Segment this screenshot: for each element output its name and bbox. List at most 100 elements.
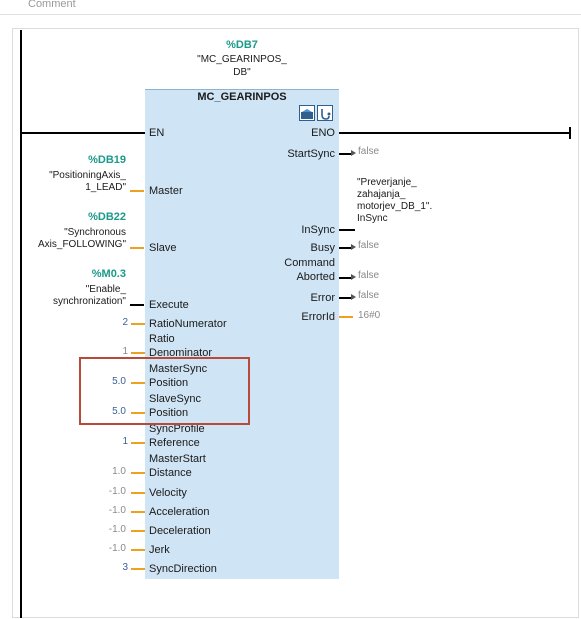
pin-sync-profile-reference-line2: Reference: [149, 437, 200, 449]
instance-db-symbol-line1: "MC_GEARINPOS_: [197, 54, 287, 65]
pin-command-aborted-line1: Command: [284, 257, 335, 269]
velocity-wire: [131, 492, 145, 494]
start-sync-arrow-icon: [351, 150, 356, 156]
pin-master-sync-position-line1: MasterSync: [149, 363, 208, 375]
slave-sym-line2: Axis_FOLLOWING": [37, 239, 126, 250]
block-title: MC_GEARINPOS: [197, 91, 287, 103]
left-power-rail: [20, 30, 22, 618]
instance-db-icon[interactable]: [299, 105, 315, 121]
ratio-numerator-wire: [131, 323, 145, 325]
busy-arrow-icon: [351, 244, 356, 250]
velocity-value[interactable]: -1.0: [108, 486, 126, 497]
jerk-value[interactable]: -1.0: [108, 543, 126, 554]
instance-db-symbol[interactable]: "MC_GEARINPOS_ DB": [185, 53, 299, 79]
slave-sym-line1: "Synchronous: [64, 227, 126, 238]
master-tag-symbol[interactable]: "PositioningAxis_ 1_LEAD": [0, 170, 126, 194]
in-sync-tag-line3: motorjev_DB_1".: [357, 201, 433, 212]
pin-slave-sync-position-line1: SlaveSync: [149, 393, 201, 405]
comment-bar[interactable]: Comment: [0, 0, 581, 15]
execute-tag-symbol[interactable]: "Enable_ synchronization": [0, 284, 126, 308]
ratio-numerator-value[interactable]: 2: [122, 317, 128, 328]
pin-error-id: ErrorId: [301, 311, 335, 323]
instance-db-address[interactable]: %DB7: [226, 39, 258, 51]
error-arrow-icon: [351, 294, 356, 300]
pin-acceleration: Acceleration: [149, 506, 210, 518]
pin-in-sync: InSync: [301, 224, 335, 236]
deceleration-value[interactable]: -1.0: [108, 524, 126, 535]
acceleration-value[interactable]: -1.0: [108, 505, 126, 516]
in-sync-tag-line4: InSync: [357, 213, 388, 224]
pin-execute: Execute: [149, 299, 189, 311]
pin-ratio-numerator: RatioNumerator: [149, 318, 227, 330]
in-sync-wire: [339, 229, 355, 231]
sync-profile-reference-value[interactable]: 1: [122, 436, 128, 447]
pin-ratio-denominator-line2: Denominator: [149, 347, 212, 359]
pin-master-start-distance-line1: MasterStart: [149, 453, 206, 465]
sync-direction-value[interactable]: 3: [122, 562, 128, 573]
pin-ratio-denominator-line1: Ratio: [149, 333, 175, 345]
master-wire: [130, 190, 144, 192]
jerk-wire: [131, 549, 145, 551]
in-sync-tag-line1: "Preverjanje_: [357, 177, 417, 188]
pin-master-sync-position-line2: Position: [149, 377, 189, 389]
pin-jerk: Jerk: [149, 544, 170, 556]
pin-velocity: Velocity: [149, 487, 187, 499]
rung-line-left: [20, 132, 145, 134]
ratio-denominator-wire: [131, 352, 145, 354]
command-aborted-wire: [339, 277, 353, 279]
execute-sym-line1: "Enable_: [85, 284, 126, 295]
pin-master-start-distance-line2: Distance: [149, 467, 192, 479]
busy-wire: [339, 247, 353, 249]
pin-error: Error: [310, 292, 335, 304]
pin-slave-sync-position-line2: Position: [149, 407, 189, 419]
function-block-mc-gearinpos[interactable]: [145, 89, 339, 579]
slave-sync-position-wire: [131, 412, 145, 414]
sync-profile-reference-wire: [131, 442, 145, 444]
busy-value[interactable]: false: [358, 240, 380, 251]
slave-tag-address[interactable]: %DB22: [88, 211, 126, 223]
command-aborted-value[interactable]: false: [358, 270, 380, 281]
in-sync-tag[interactable]: "Preverjanje_ zahajanja_ motorjev_DB_1".…: [357, 177, 432, 225]
right-rail-stub: [569, 127, 571, 139]
in-sync-tag-line2: zahajanja_: [357, 189, 406, 200]
execute-tag-address[interactable]: %M0.3: [91, 268, 126, 280]
error-wire: [339, 297, 353, 299]
master-start-distance-value[interactable]: 1.0: [112, 466, 126, 477]
ratio-denominator-value[interactable]: 1: [122, 346, 128, 357]
pin-busy: Busy: [310, 242, 335, 254]
execute-wire: [130, 304, 144, 306]
pin-en: EN: [149, 127, 165, 139]
highlight-box: [79, 357, 250, 425]
sync-direction-wire: [131, 568, 145, 570]
pin-deceleration: Deceleration: [149, 525, 211, 537]
error-id-wire: [339, 316, 353, 318]
master-sync-position-value[interactable]: 5.0: [112, 376, 126, 387]
slave-sync-position-value[interactable]: 5.0: [112, 406, 126, 417]
slave-wire: [130, 247, 144, 249]
deceleration-wire: [131, 530, 145, 532]
pin-master: Master: [149, 185, 183, 197]
rung-line-right: [339, 132, 571, 134]
command-aborted-arrow-icon: [351, 274, 356, 280]
pin-sync-direction: SyncDirection: [149, 563, 217, 575]
comment-label: Comment: [28, 0, 76, 10]
pin-start-sync: StartSync: [287, 148, 335, 160]
call-options-icon[interactable]: [317, 105, 333, 121]
start-sync-value[interactable]: false: [358, 146, 380, 157]
acceleration-wire: [131, 511, 145, 513]
master-sym-line1: "PositioningAxis_: [49, 170, 126, 181]
pin-eno: ENO: [311, 127, 335, 139]
master-sym-line2: 1_LEAD": [85, 182, 126, 193]
start-sync-wire: [339, 153, 353, 155]
pin-command-aborted-line2: Aborted: [296, 271, 335, 283]
error-value[interactable]: false: [358, 290, 380, 301]
instance-db-symbol-line2: DB": [233, 67, 251, 78]
master-tag-address[interactable]: %DB19: [88, 154, 126, 166]
pin-sync-profile-reference-line1: SyncProfile: [149, 423, 205, 435]
pin-slave: Slave: [149, 242, 177, 254]
error-id-value[interactable]: 16#0: [358, 310, 381, 321]
master-start-distance-wire: [131, 472, 145, 474]
slave-tag-symbol[interactable]: "Synchronous Axis_FOLLOWING": [0, 227, 126, 251]
execute-sym-line2: synchronization": [52, 296, 126, 307]
master-sync-position-wire: [131, 382, 145, 384]
